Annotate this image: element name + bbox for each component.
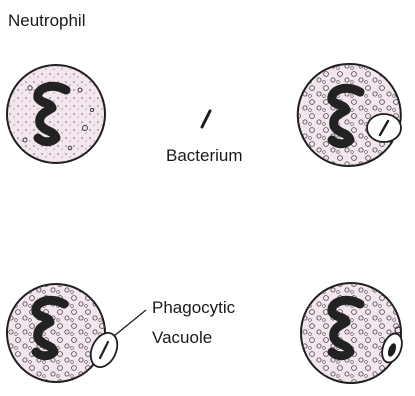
- bacterium-label: Bacterium: [166, 146, 243, 166]
- neutrophil-cell-4: [301, 283, 406, 383]
- vacuole-pointer-line: [114, 310, 146, 336]
- phagocytic-vacuole-label-line1: Phagocytic: [152, 298, 235, 318]
- phagocytic-vacuole-label-line2: Vacuole: [152, 328, 212, 348]
- neutrophil-cell-2: [298, 64, 401, 166]
- neutrophil-cell-3: [7, 284, 146, 382]
- bacterium-icon: [202, 111, 210, 127]
- neutrophil-cell-1: [7, 65, 105, 163]
- page-title: Neutrophil: [8, 11, 86, 31]
